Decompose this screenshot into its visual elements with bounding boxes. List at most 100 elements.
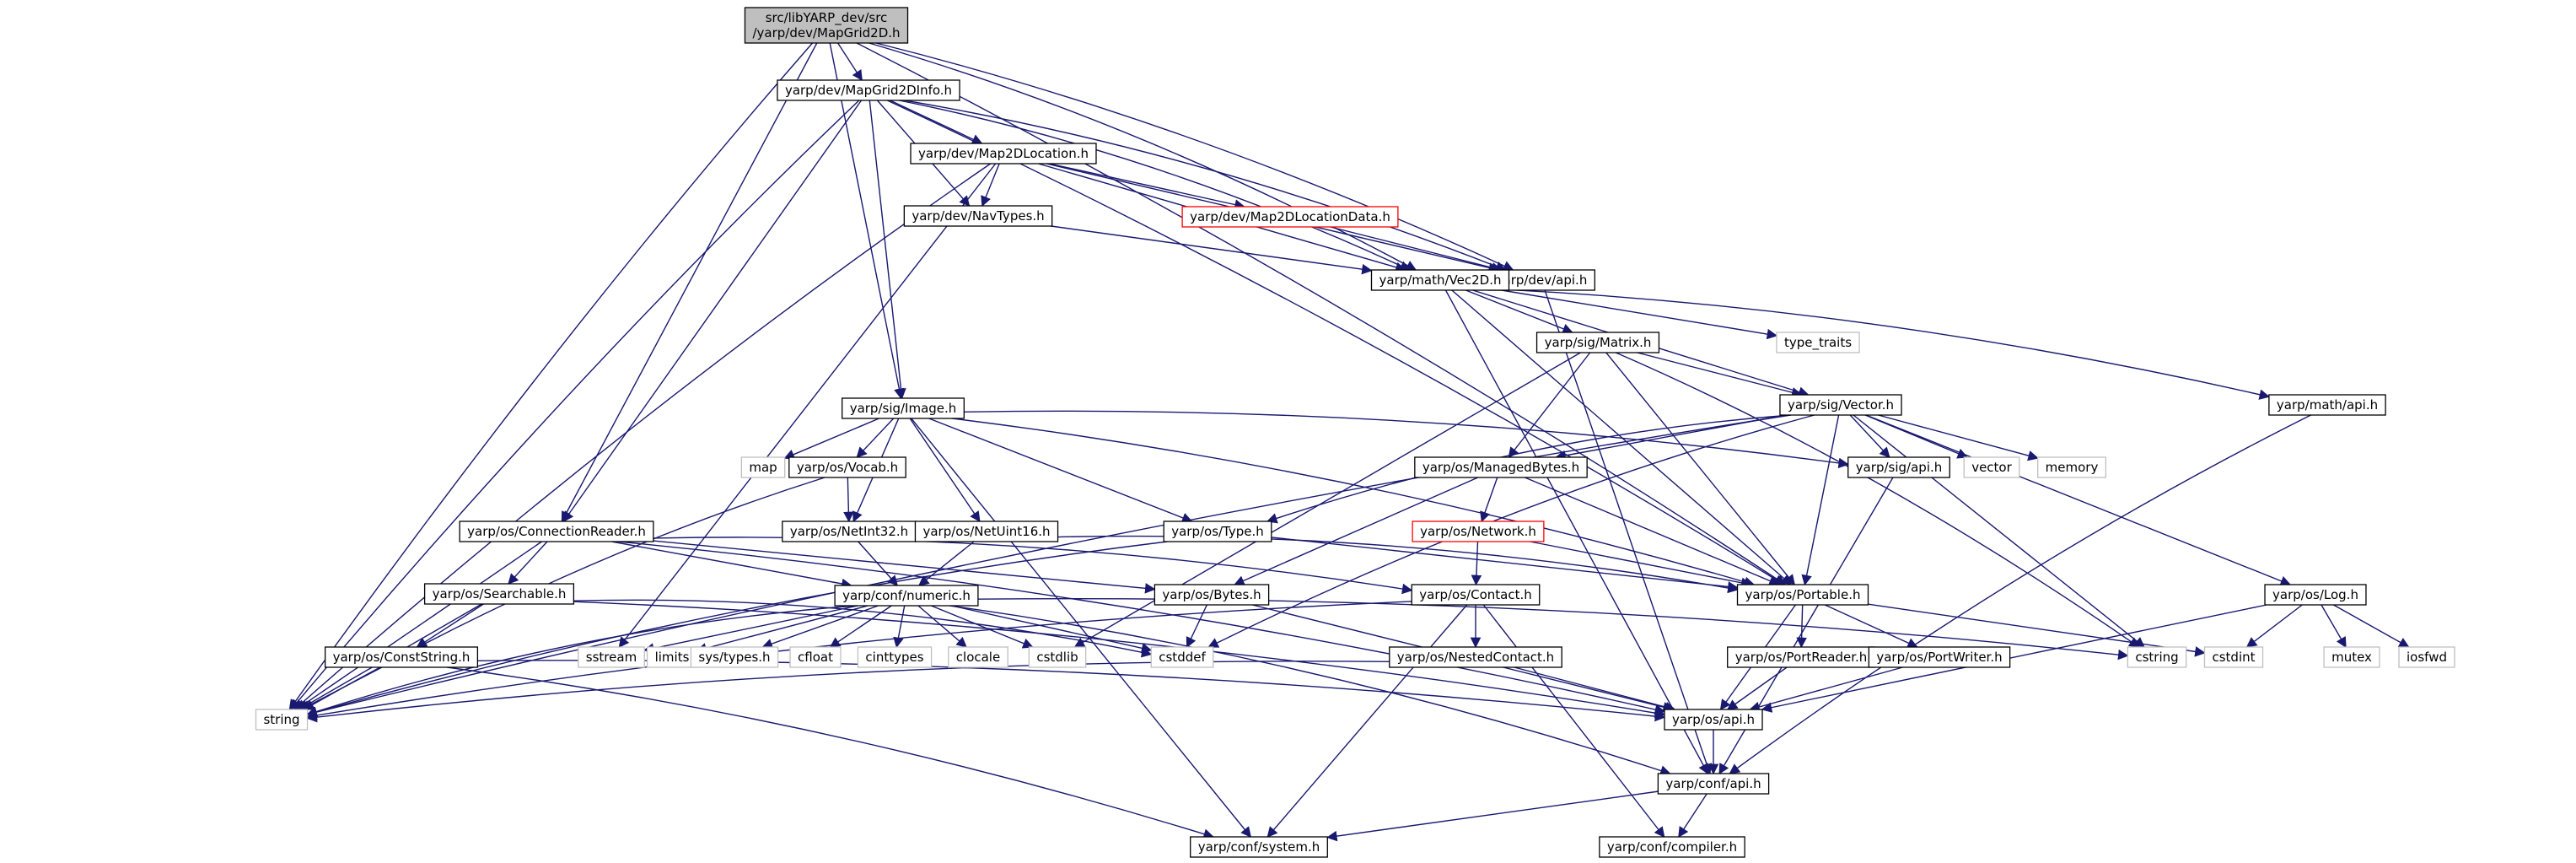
node-vector[interactable]: yarp/sig/Vector.h <box>1779 394 1902 416</box>
edge-map2dloc-to-map2dlocdata <box>1049 163 1245 210</box>
edge-numeric-to-clocale <box>917 605 967 648</box>
node-label: yarp/os/ConstString.h <box>333 650 471 665</box>
node-connreader[interactable]: yarp/os/ConnectionReader.h <box>459 520 654 542</box>
edge-numeric-to-cstdlib <box>931 605 1034 649</box>
edge-log-to-mutex <box>2321 604 2347 649</box>
edge-numeric-to-limits <box>696 605 869 654</box>
node-box <box>1150 646 1214 668</box>
node-box <box>1190 836 1328 858</box>
node-box <box>789 646 842 668</box>
edge-conststring-to-string <box>299 666 383 710</box>
node-label: sstream <box>586 650 637 665</box>
node-label: yarp/os/Bytes.h <box>1162 587 1261 602</box>
node-box <box>914 520 1059 542</box>
node-label: yarp/os/Contact.h <box>1419 587 1532 602</box>
node-box <box>1776 332 1860 353</box>
node-label: yarp/os/Portable.h <box>1745 587 1861 602</box>
node-box <box>2203 646 2264 668</box>
node-nestedcontact[interactable]: yarp/os/NestedContact.h <box>1389 646 1562 668</box>
node-vocab[interactable]: yarp/os/Vocab.h <box>788 456 906 478</box>
node-label: sys/types.h <box>698 650 770 665</box>
node-label: yarp/math/Vec2D.h <box>1379 272 1502 288</box>
node-mathapi[interactable]: yarp/math/api.h <box>2268 394 2386 416</box>
edge-vector-to-memory <box>1878 414 2039 461</box>
node-box <box>1963 456 2020 478</box>
node-image[interactable]: yarp/sig/Image.h <box>842 397 965 419</box>
node-log[interactable]: yarp/os/Log.h <box>2264 584 2367 606</box>
node-osapi[interactable]: yarp/os/api.h <box>1664 709 1763 731</box>
edge-image-to-sigapi <box>964 410 1849 469</box>
node-label: yarp/dev/Map2DLocation.h <box>918 146 1089 161</box>
edge-portable-to-portreader <box>1796 604 1807 649</box>
node-conststring[interactable]: yarp/os/ConstString.h <box>324 646 479 668</box>
edge-network-to-portable <box>1530 541 1752 589</box>
node-navtypes[interactable]: yarp/dev/NavTypes.h <box>903 205 1053 227</box>
node-box <box>2268 394 2386 416</box>
node-box <box>1847 456 1950 478</box>
edge-vec2d-to-mathapi <box>1508 289 2271 400</box>
edge-navtypes-to-vec2d <box>1051 225 1373 275</box>
edge-log-to-iosfwd <box>2333 604 2410 648</box>
node-contact[interactable]: yarp/os/Contact.h <box>1411 584 1541 606</box>
node-sigapi[interactable]: yarp/sig/api.h <box>1847 456 1950 478</box>
edge-contact-to-compiler <box>1482 604 1665 838</box>
node-label: yarp/os/Type.h <box>1171 524 1264 539</box>
node-label: yarp/dev/Map2DLocationData.h <box>1190 209 1390 224</box>
node-box <box>1727 646 1875 668</box>
edge-log-to-cstdint <box>2245 604 2303 648</box>
node-vector_std: vector <box>1963 456 2020 478</box>
edge-numeric-to-string <box>306 605 856 717</box>
edge-map2dlocdata-to-devapi <box>1330 226 1503 273</box>
edge-image-to-system <box>911 418 1252 838</box>
node-map: map <box>740 456 786 478</box>
node-box <box>842 397 965 419</box>
node-label: yarp/sig/Image.h <box>850 401 957 416</box>
edge-mg2dinfo-to-map2dloc <box>890 100 983 144</box>
node-vec2d[interactable]: yarp/math/Vec2D.h <box>1370 269 1510 291</box>
node-box <box>1389 646 1562 668</box>
node-label: yarp/os/PortReader.h <box>1735 650 1868 665</box>
node-root[interactable]: src/libYARP_dev/src/yarp/dev/MapGrid2D.h <box>744 7 909 44</box>
edge-type-to-string <box>306 541 1168 717</box>
node-confapi[interactable]: yarp/conf/api.h <box>1657 773 1770 795</box>
node-label: /yarp/dev/MapGrid2D.h <box>752 25 900 40</box>
node-mg2dinfo[interactable]: yarp/dev/MapGrid2DInfo.h <box>777 79 960 101</box>
node-map2dloc[interactable]: yarp/dev/Map2DLocation.h <box>910 143 1097 165</box>
edge-vec2d-to-type_traits <box>1501 289 1778 340</box>
node-portreader[interactable]: yarp/os/PortReader.h <box>1727 646 1875 668</box>
edge-connreader-to-bytes <box>653 540 1156 594</box>
node-label: yarp/os/Searchable.h <box>433 586 567 601</box>
node-bytes[interactable]: yarp/os/Bytes.h <box>1154 584 1270 606</box>
edge-vector-to-cstring <box>1853 414 2145 648</box>
edge-portable-to-portwriter <box>1824 604 1918 649</box>
node-type[interactable]: yarp/os/Type.h <box>1163 520 1272 542</box>
node-matrix[interactable]: yarp/sig/Matrix.h <box>1535 332 1660 353</box>
node-numeric[interactable]: yarp/conf/numeric.h <box>834 585 979 607</box>
node-box <box>1414 456 1588 478</box>
edge-conststring-to-osapi <box>477 660 1666 722</box>
edge-matrix-to-cstring <box>1616 352 2140 648</box>
node-network[interactable]: yarp/os/Network.h <box>1412 520 1545 542</box>
node-system[interactable]: yarp/conf/system.h <box>1190 836 1328 858</box>
node-managedbytes[interactable]: yarp/os/ManagedBytes.h <box>1414 456 1588 478</box>
edge-log-to-osapi <box>1761 604 2267 713</box>
node-searchable[interactable]: yarp/os/Searchable.h <box>423 583 575 605</box>
node-label: yarp/sig/api.h <box>1856 460 1943 475</box>
edge-searchable-to-osapi <box>573 601 1666 719</box>
node-cstring: cstring <box>2127 646 2187 668</box>
node-label: cstdint <box>2212 650 2255 665</box>
edge-image-to-portable <box>951 418 1756 587</box>
node-portwriter[interactable]: yarp/os/PortWriter.h <box>1868 646 2011 668</box>
node-label: cstddef <box>1159 650 1206 665</box>
node-portable[interactable]: yarp/os/Portable.h <box>1736 584 1869 606</box>
edge-vector-to-cstddef <box>1207 414 1815 648</box>
edge-vocab-to-netint32 <box>843 477 854 523</box>
node-label: cstring <box>2135 650 2178 665</box>
edge-searchable-to-conststring <box>416 603 484 648</box>
node-map2dlocdata[interactable]: yarp/dev/Map2DLocationData.h <box>1181 206 1399 228</box>
node-compiler[interactable]: yarp/conf/compiler.h <box>1599 836 1745 858</box>
node-netint32[interactable]: yarp/os/NetInt32.h <box>782 520 917 542</box>
header-nodes: src/libYARP_dev/src/yarp/dev/MapGrid2D.h… <box>255 7 2455 858</box>
node-netuint16[interactable]: yarp/os/NetUint16.h <box>914 520 1059 542</box>
node-label: yarp/conf/numeric.h <box>842 588 971 603</box>
